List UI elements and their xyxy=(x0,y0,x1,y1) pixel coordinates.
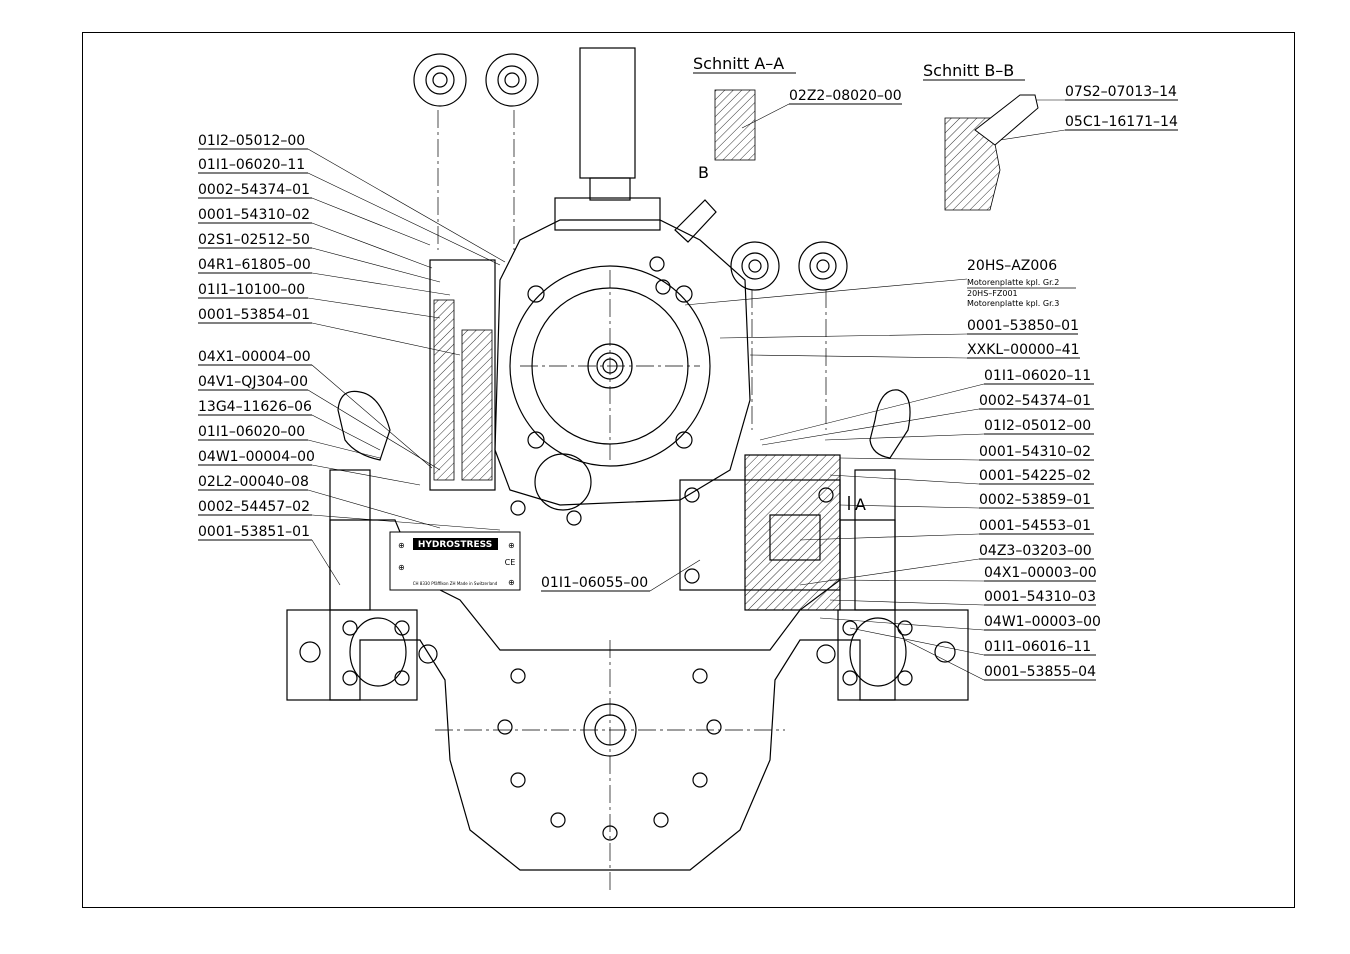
right-label: 0001–54310–03 xyxy=(984,589,1096,605)
left-label: 0001–53854–01 xyxy=(198,307,310,323)
left-part-labels: 01I2–05012–00 01I1–06020–11 0002–54374–0… xyxy=(198,133,315,540)
left-label: 04X1–00004–00 xyxy=(198,349,311,365)
nameplate-line: CH 8330 Pfäffikon ZH Made in Switzerland xyxy=(413,581,498,586)
section-b-part-2: 05C1–16171–14 xyxy=(1065,114,1178,130)
right-label: 0002–54374–01 xyxy=(979,393,1091,409)
section-a-part: 02Z2–08020–00 xyxy=(789,88,902,104)
nameplate: HYDROSTRESS CH 8330 Pfäffikon ZH Made in… xyxy=(389,531,521,591)
marker-a: A xyxy=(855,495,866,514)
nameplate-brand: HYDROSTRESS xyxy=(418,540,492,550)
left-label: 04R1–61805–00 xyxy=(198,257,311,273)
motor-plate-desc-1: Motorenplatte kpl. Gr.2 xyxy=(967,278,1059,287)
left-label: 01I1–10100–00 xyxy=(198,282,305,298)
drawing-frame xyxy=(82,32,1295,908)
left-label: 13G4–11626–06 xyxy=(198,399,312,415)
section-hatching xyxy=(433,89,1001,481)
right-label: 01I1–06020–11 xyxy=(984,368,1091,384)
right-label: 0001–54553–01 xyxy=(979,518,1091,534)
left-label: 01I1–06020–11 xyxy=(198,157,305,173)
center-part-label: 01I1–06055–00 xyxy=(541,575,648,591)
right-label-underlines xyxy=(967,333,1096,681)
section-a-title: Schnitt A–A xyxy=(693,54,784,73)
right-leader-lines xyxy=(719,333,985,681)
left-label: 02L2–00040–08 xyxy=(198,474,309,490)
motor-plate-code-2: 20HS–FZ001 xyxy=(967,289,1018,298)
centerlines xyxy=(435,110,827,890)
section-titles: Schnitt A–A Schnitt B–B 02Z2–08020–00 07… xyxy=(693,54,1178,146)
right-label: 04Z3–03203–00 xyxy=(979,543,1092,559)
motor-plate-desc-2: Motorenplatte kpl. Gr.3 xyxy=(967,299,1059,308)
right-label: 01I2–05012–00 xyxy=(984,418,1091,434)
right-label: 0001–54225–02 xyxy=(979,468,1091,484)
right-label: XXKL–00000–41 xyxy=(967,342,1080,358)
nameplate-ce: CE xyxy=(505,558,516,567)
left-label: 0001–54310–02 xyxy=(198,207,310,223)
left-label-underlines xyxy=(198,148,312,541)
left-label: 01I1–06020–00 xyxy=(198,424,305,440)
crosshair-icon: ⊕ xyxy=(508,578,515,587)
left-label: 04W1–00004–00 xyxy=(198,449,315,465)
left-label: 0002–54374–01 xyxy=(198,182,310,198)
left-label: 0001–53851–01 xyxy=(198,524,310,540)
left-label: 02S1–02512–50 xyxy=(198,232,310,248)
right-label: 0001–53850–01 xyxy=(967,318,1079,334)
right-label: 0001–53855–04 xyxy=(984,664,1096,680)
right-part-labels: 0001–53850–01 XXKL–00000–41 01I1–06020–1… xyxy=(967,318,1101,680)
left-label: 01I2–05012–00 xyxy=(198,133,305,149)
left-label: 0002–54457–02 xyxy=(198,499,310,515)
section-b-title: Schnitt B–B xyxy=(923,61,1014,80)
section-b-part-1: 07S2–07013–14 xyxy=(1065,84,1177,100)
marker-b: B xyxy=(698,163,709,182)
right-label: 0001–54310–02 xyxy=(979,444,1091,460)
left-leader-lines xyxy=(307,148,506,586)
crosshair-icon: ⊕ xyxy=(398,541,405,550)
right-label: 04X1–00003–00 xyxy=(984,565,1097,581)
machine-body xyxy=(286,47,969,871)
right-label: 0002–53859–01 xyxy=(979,492,1091,508)
left-label: 04V1–QJ304–00 xyxy=(198,374,308,390)
motor-plate-labels: 20HS–AZ006 Motorenplatte kpl. Gr.2 20HS–… xyxy=(684,258,1076,308)
motor-plate-code-1: 20HS–AZ006 xyxy=(967,258,1057,274)
crosshair-icon: ⊕ xyxy=(398,563,405,572)
right-label: 01I1–06016–11 xyxy=(984,639,1091,655)
right-label: 04W1–00003–00 xyxy=(984,614,1101,630)
crosshair-icon: ⊕ xyxy=(508,541,515,550)
